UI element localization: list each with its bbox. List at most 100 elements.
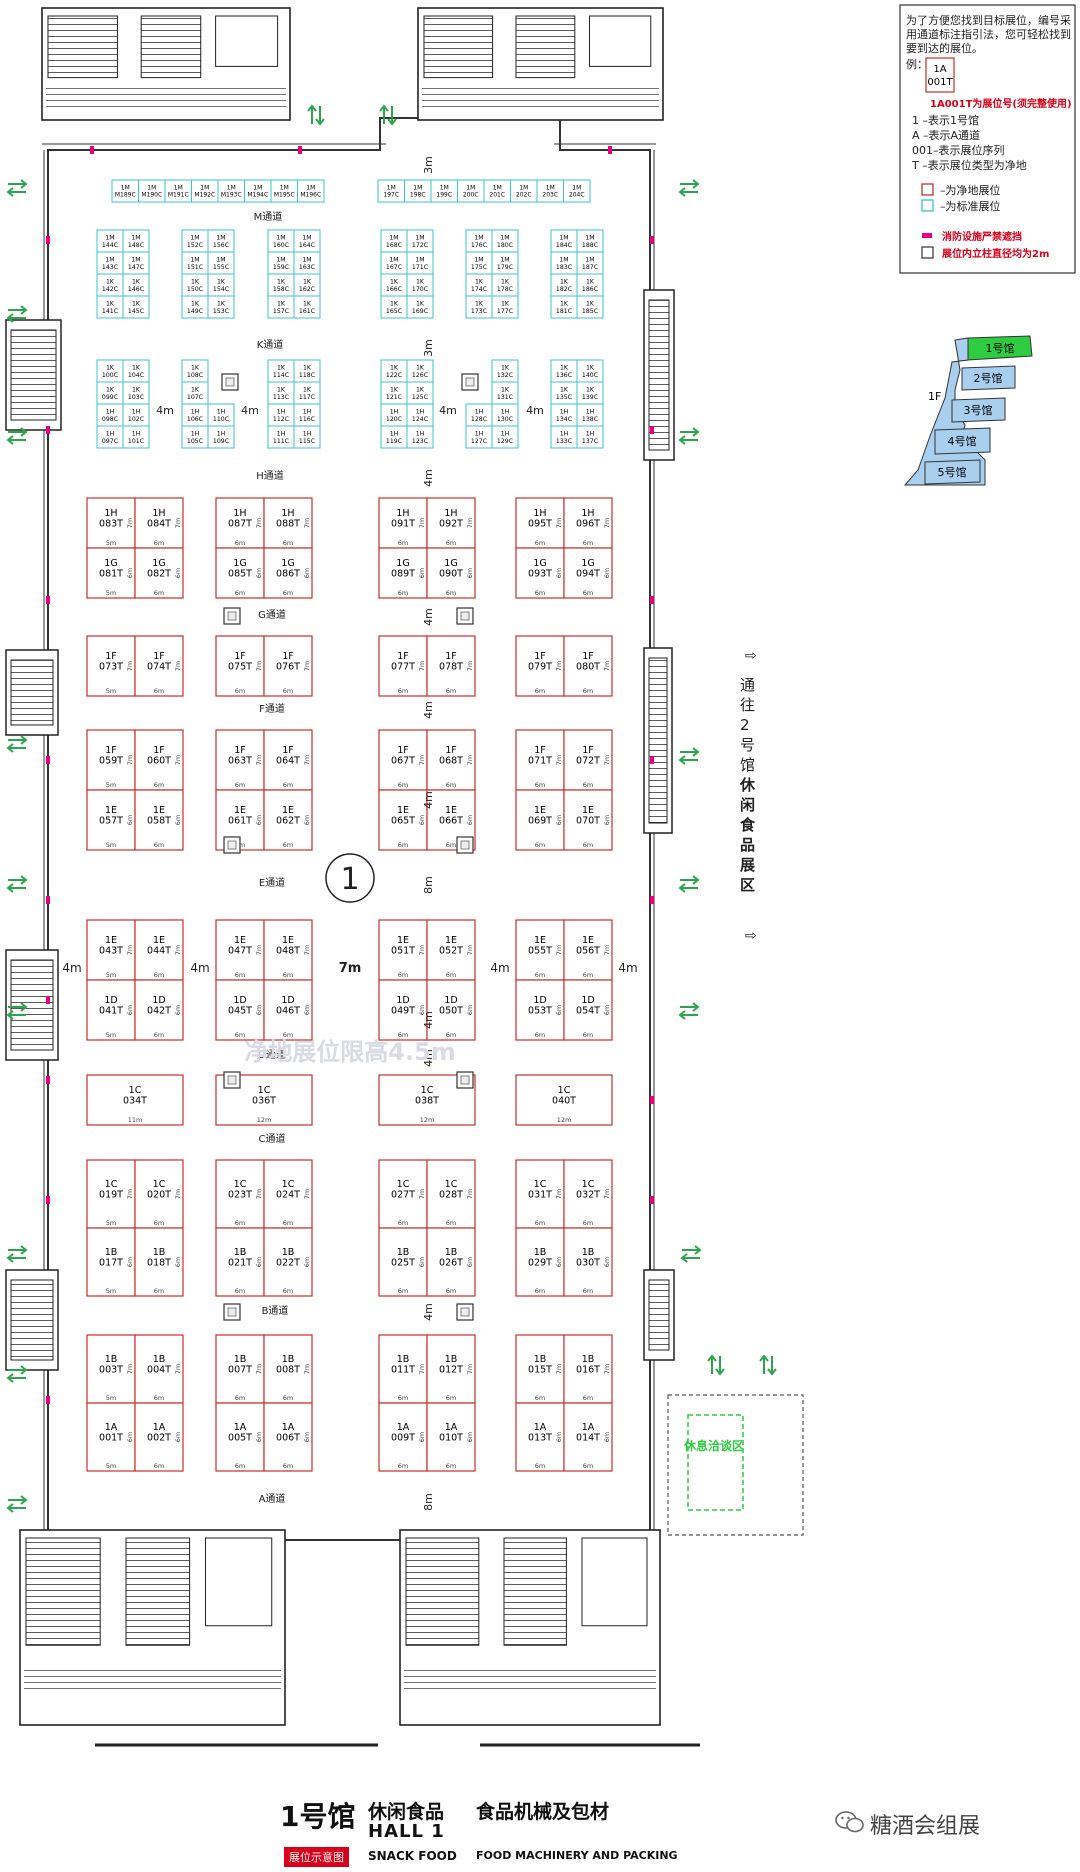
- booth-fe1-3[interactable]: [263, 789, 313, 851]
- booth-k-block5-7[interactable]: [576, 295, 604, 319]
- booth-hg2-1[interactable]: [426, 497, 476, 549]
- booth-fe1-0[interactable]: [215, 729, 265, 791]
- booth-cb3-0[interactable]: [515, 1159, 565, 1229]
- booth-k-block2-7[interactable]: [293, 295, 321, 319]
- booth-c-0[interactable]: [86, 1074, 184, 1126]
- booth-ed0-3[interactable]: [134, 979, 184, 1041]
- booth-ed1-3[interactable]: [263, 979, 313, 1041]
- booth-f3-0[interactable]: [515, 635, 565, 697]
- booth-fe3-2[interactable]: [515, 789, 565, 851]
- booth-fe0-1[interactable]: [134, 729, 184, 791]
- booth-hg3-1[interactable]: [563, 497, 613, 549]
- booth-ed2-0[interactable]: [378, 919, 428, 981]
- booth-hg1-1[interactable]: [263, 497, 313, 549]
- booth-ed3-0[interactable]: [515, 919, 565, 981]
- booth-fe0-3[interactable]: [134, 789, 184, 851]
- booth-hg1-h3: 6m: [303, 568, 311, 578]
- booth-hg2-3[interactable]: [426, 547, 476, 599]
- booth-ed3-3[interactable]: [563, 979, 613, 1041]
- booth-fe1-1[interactable]: [263, 729, 313, 791]
- booth-cb2-3[interactable]: [426, 1227, 476, 1297]
- booth-fe0-0[interactable]: [86, 729, 136, 791]
- booth-m-west-7[interactable]: [297, 179, 325, 203]
- booth-k-block1-7[interactable]: [207, 295, 235, 319]
- booth-hg0-3[interactable]: [134, 547, 184, 599]
- booth-h-block1-7[interactable]: [207, 425, 235, 449]
- booth-f2-0[interactable]: [378, 635, 428, 697]
- booth-ba3-2[interactable]: [515, 1402, 565, 1472]
- booth-ba3-1[interactable]: [563, 1334, 613, 1404]
- booth-fe2-1[interactable]: [426, 729, 476, 791]
- booth-f2-1[interactable]: [426, 635, 476, 697]
- booth-ba3-0[interactable]: [515, 1334, 565, 1404]
- booth-fe3-1[interactable]: [563, 729, 613, 791]
- booth-fe2-2[interactable]: [378, 789, 428, 851]
- booth-hg3-3[interactable]: [563, 547, 613, 599]
- booth-hg3-0[interactable]: [515, 497, 565, 549]
- booth-hg0-0[interactable]: [86, 497, 136, 549]
- booth-cb2-2[interactable]: [378, 1227, 428, 1297]
- booth-ed0-0[interactable]: [86, 919, 136, 981]
- booth-ba2-3[interactable]: [426, 1402, 476, 1472]
- booth-cb0-2[interactable]: [86, 1227, 136, 1297]
- booth-h-block2-7[interactable]: [293, 425, 321, 449]
- booth-ed1-1[interactable]: [263, 919, 313, 981]
- booth-ba0-3[interactable]: [134, 1402, 184, 1472]
- booth-ed2-1[interactable]: [426, 919, 476, 981]
- legend-example-1: 1A: [933, 64, 946, 75]
- booth-ba1-w0: 6m: [235, 1394, 245, 1402]
- booth-cb3-2[interactable]: [515, 1227, 565, 1297]
- booth-ba1-1[interactable]: [263, 1334, 313, 1404]
- booth-ba0-2[interactable]: [86, 1402, 136, 1472]
- booth-h-block4-7[interactable]: [491, 425, 519, 449]
- booth-ed0-2[interactable]: [86, 979, 136, 1041]
- booth-k-block0-7[interactable]: [122, 295, 150, 319]
- booth-h-block3-7[interactable]: [406, 425, 434, 449]
- booth-ba2-0[interactable]: [378, 1334, 428, 1404]
- booth-fe3-0[interactable]: [515, 729, 565, 791]
- booth-hg0-2[interactable]: [86, 547, 136, 599]
- aisle-label-0: M通道: [254, 210, 283, 223]
- booth-cb0-3[interactable]: [134, 1227, 184, 1297]
- booth-f0-0[interactable]: [86, 635, 136, 697]
- booth-ba3-3[interactable]: [563, 1402, 613, 1472]
- booth-cb1-2[interactable]: [215, 1227, 265, 1297]
- booth-ba1-0[interactable]: [215, 1334, 265, 1404]
- booth-ed2-3[interactable]: [426, 979, 476, 1041]
- legend-line-4: T –表示展位类型为净地: [911, 158, 1027, 172]
- booth-ba1-2[interactable]: [215, 1402, 265, 1472]
- booth-cb1-3[interactable]: [263, 1227, 313, 1297]
- booth-h-block0-7[interactable]: [122, 425, 150, 449]
- booth-cb1-1[interactable]: [263, 1159, 313, 1229]
- booth-cb0-1[interactable]: [134, 1159, 184, 1229]
- booth-k-block3-7[interactable]: [406, 295, 434, 319]
- booth-m-east-7[interactable]: [563, 179, 591, 203]
- booth-ba0-0[interactable]: [86, 1334, 136, 1404]
- booth-f3-1[interactable]: [563, 635, 613, 697]
- booth-f1-0[interactable]: [215, 635, 265, 697]
- booth-fe2-0[interactable]: [378, 729, 428, 791]
- booth-hg2-0[interactable]: [378, 497, 428, 549]
- booth-h-block5-7[interactable]: [576, 425, 604, 449]
- booth-cb2-0[interactable]: [378, 1159, 428, 1229]
- booth-ba2-1[interactable]: [426, 1334, 476, 1404]
- booth-f1-1[interactable]: [263, 635, 313, 697]
- booth-fe3-3[interactable]: [563, 789, 613, 851]
- booth-cb1-0[interactable]: [215, 1159, 265, 1229]
- booth-hg1-2[interactable]: [215, 547, 265, 599]
- booth-ba0-1[interactable]: [134, 1334, 184, 1404]
- booth-k-block4-7[interactable]: [491, 295, 519, 319]
- booth-f0-1[interactable]: [134, 635, 184, 697]
- booth-c-1[interactable]: [215, 1074, 313, 1126]
- booth-ed3-1[interactable]: [563, 919, 613, 981]
- booth-hg1-3[interactable]: [263, 547, 313, 599]
- booth-ba1-3[interactable]: [263, 1402, 313, 1472]
- booth-c-3[interactable]: [515, 1074, 613, 1126]
- booth-ba1-h2: 6m: [255, 1432, 263, 1442]
- booth-cb3-3[interactable]: [563, 1227, 613, 1297]
- booth-ed1-2[interactable]: [215, 979, 265, 1041]
